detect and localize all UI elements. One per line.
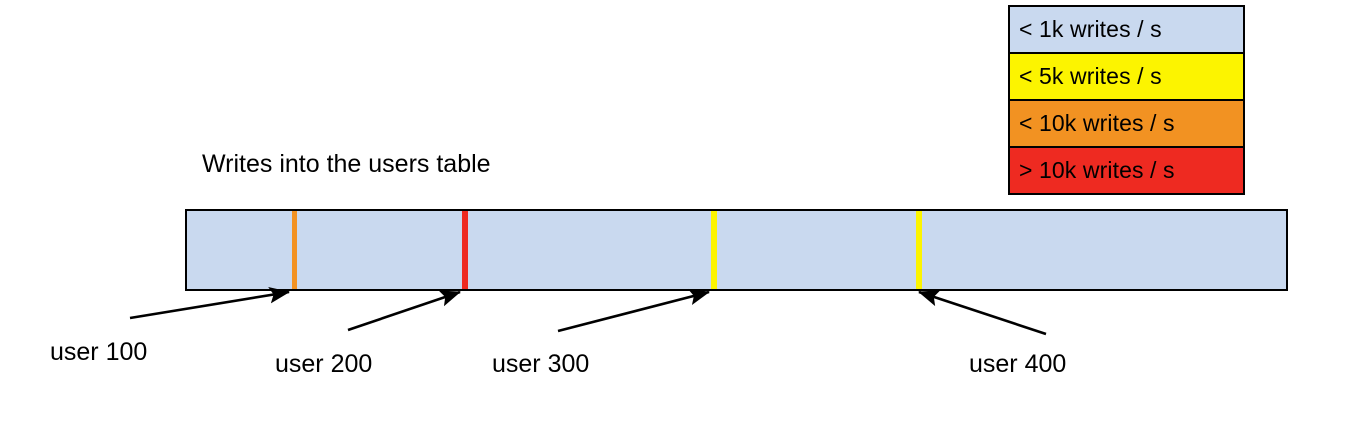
chart-title: Writes into the users table [202, 150, 491, 178]
legend-label-under-1k: < 1k writes / s [1019, 16, 1162, 42]
arrow-user-200 [347, 290, 461, 332]
arrow-user-400 [918, 290, 1047, 336]
marker-user-200 [462, 211, 468, 289]
legend-label-over-10k: > 10k writes / s [1019, 157, 1175, 183]
legend-label-under-5k: < 5k writes / s [1019, 63, 1162, 89]
legend-label-under-10k: < 10k writes / s [1019, 110, 1175, 136]
legend-row-under-5k: < 5k writes / s [1010, 54, 1243, 101]
arrow-user-100 [129, 286, 291, 320]
legend-row-over-10k: > 10k writes / s [1010, 148, 1243, 193]
marker-user-100 [292, 211, 297, 289]
label-user-400: user 400 [969, 350, 1067, 378]
legend-row-under-10k: < 10k writes / s [1010, 101, 1243, 148]
users-table-band [185, 209, 1288, 291]
marker-user-300 [711, 211, 717, 289]
legend-row-under-1k: < 1k writes / s [1010, 7, 1243, 54]
write-rate-legend: < 1k writes / s < 5k writes / s < 10k wr… [1008, 5, 1245, 195]
label-user-300: user 300 [492, 350, 590, 378]
label-user-100: user 100 [50, 338, 148, 366]
marker-user-400 [916, 211, 922, 289]
label-user-200: user 200 [275, 350, 373, 378]
arrow-user-300 [557, 288, 711, 333]
